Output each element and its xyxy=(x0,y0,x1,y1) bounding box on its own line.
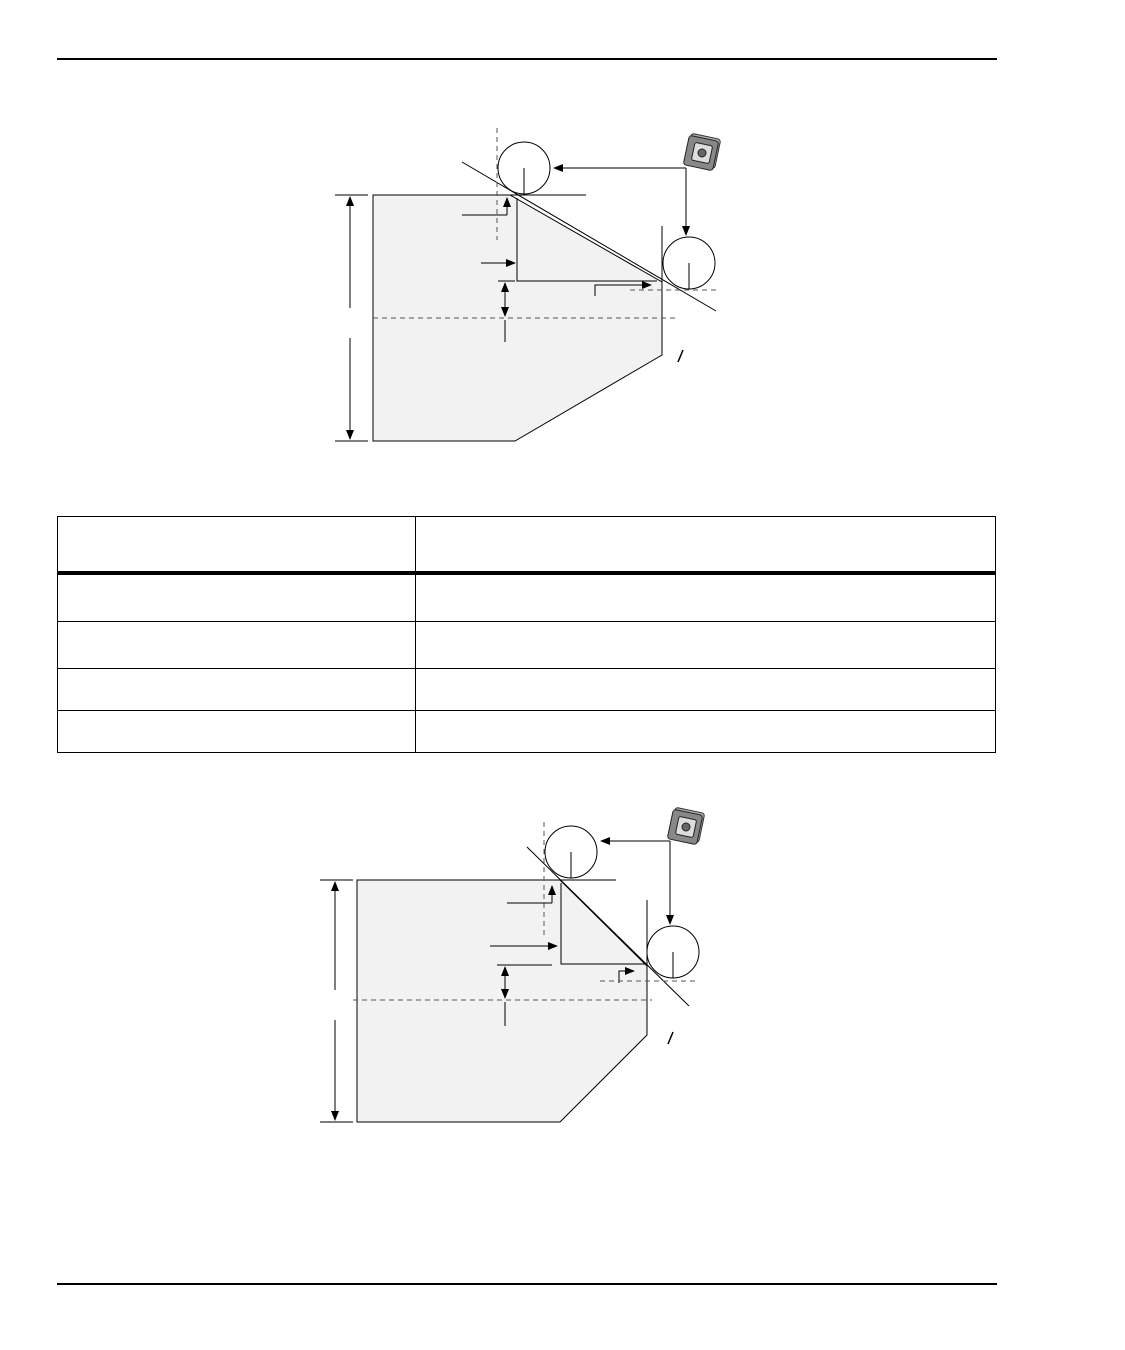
table-cell xyxy=(57,710,416,753)
table-cell xyxy=(57,668,416,711)
chamfer-diagram-top xyxy=(335,128,721,442)
footer-rule xyxy=(57,1283,997,1285)
table-cell xyxy=(57,572,416,622)
table-cell xyxy=(57,621,416,669)
chamfer-diagram-bottom xyxy=(320,807,705,1123)
parameter-table xyxy=(57,516,996,753)
table-cell xyxy=(415,572,996,622)
table-row xyxy=(57,572,996,622)
controller-panel-icon xyxy=(683,133,721,171)
table-header-description xyxy=(415,516,996,575)
table-row xyxy=(57,668,996,711)
chamfer-extension-line xyxy=(461,161,717,312)
table-header-parameter xyxy=(57,516,416,575)
header-rule xyxy=(57,58,997,60)
table-row xyxy=(57,710,996,753)
table-cell xyxy=(415,621,996,669)
table-cell xyxy=(415,710,996,753)
workpiece-profile xyxy=(356,879,648,1123)
controller-panel-icon xyxy=(667,807,705,845)
table-row xyxy=(57,621,996,669)
chamfer-extension-line xyxy=(526,846,690,1007)
table-cell xyxy=(415,668,996,711)
